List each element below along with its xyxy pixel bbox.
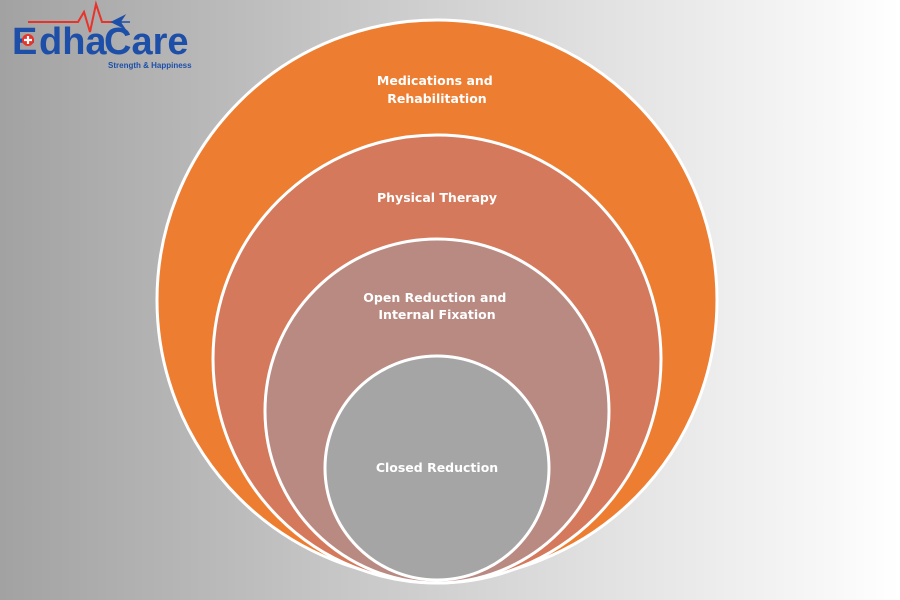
logo-cross-icon [24, 36, 32, 44]
label-physical-therapy: Physical Therapy [377, 190, 497, 205]
logo-dha: dha [39, 21, 107, 63]
label-open-reduction-internal-fixation: Open Reduction and Internal Fixation [363, 290, 510, 322]
logo-care: Care [104, 21, 189, 63]
label-medications-rehabilitation: Medications and Rehabilitation [377, 73, 497, 106]
label-line: Internal Fixation [378, 307, 495, 322]
logo-airplane-icon [110, 14, 130, 30]
ring-closed-reduction [323, 354, 551, 582]
label-closed-reduction: Closed Reduction [376, 460, 498, 475]
label-line: Open Reduction and [363, 290, 506, 305]
edhacare-logo: E dha Care Strength & Happiness [12, 0, 192, 70]
label-line: Physical Therapy [377, 190, 497, 205]
label-line: Medications and [377, 73, 493, 88]
label-line: Closed Reduction [376, 460, 498, 475]
logo-heartbeat-icon [28, 0, 112, 33]
logo-tagline: Strength & Happiness [108, 61, 192, 70]
label-line: Rehabilitation [387, 91, 486, 106]
